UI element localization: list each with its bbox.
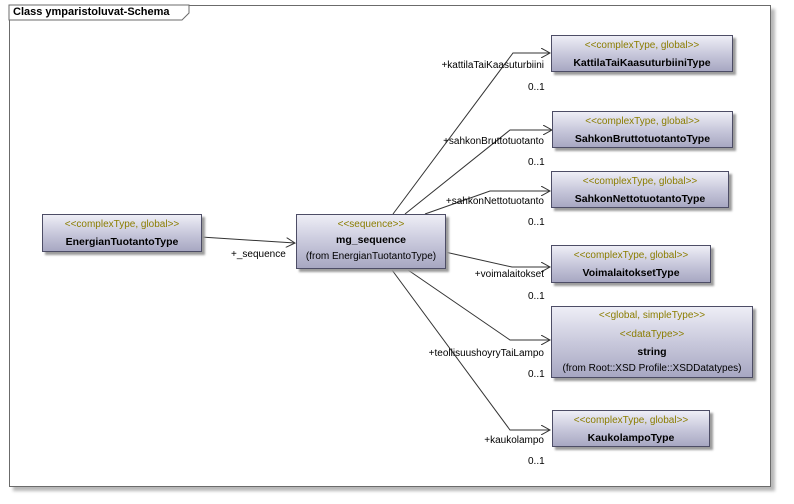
role-kaukolampo: +kaukolampo bbox=[484, 435, 544, 446]
stereotype-label: <<complexType, global>> bbox=[573, 415, 689, 426]
role-kattila: +kattilaTaiKaasuturbiini bbox=[441, 60, 544, 71]
class-name: KaukolampoType bbox=[587, 432, 675, 444]
edge-sequence bbox=[200, 236, 295, 243]
class-kaukolampo-type[interactable]: <<complexType, global>> KaukolampoType bbox=[552, 410, 710, 447]
class-sahkon-bruttotuotanto-type[interactable]: <<complexType, global>> SahkonBruttotuot… bbox=[552, 111, 733, 148]
stereotype-label: <<complexType, global>> bbox=[64, 219, 180, 230]
class-mg-sequence[interactable]: <<sequence>> mg_sequence (from EnergianT… bbox=[296, 214, 446, 269]
class-origin: (from EnergianTuotantoType) bbox=[305, 251, 437, 262]
class-kattila-tai-kaasuturbiini-type[interactable]: <<complexType, global>> KattilaTaiKaasut… bbox=[551, 35, 733, 72]
edge-voimalaitokset bbox=[444, 251, 550, 267]
multiplicity-sahkonnetto: 0..1 bbox=[528, 217, 545, 228]
stereotype-label: <<complexType, global>> bbox=[585, 116, 700, 127]
role-sahkonnetto: +sahkonNettotuotanto bbox=[445, 196, 544, 207]
class-string-datatype[interactable]: <<global, simpleType>> <<dataType>> stri… bbox=[551, 306, 753, 378]
edge-sahkonnetto bbox=[424, 191, 550, 215]
class-sahkon-nettotuotanto-type[interactable]: <<complexType, global>> SahkonNettotuota… bbox=[551, 171, 729, 208]
multiplicity-voimalaitokset: 0..1 bbox=[528, 291, 545, 302]
multiplicity-kaukolampo: 0..1 bbox=[528, 456, 545, 467]
multiplicity-teollisuus: 0..1 bbox=[528, 369, 545, 380]
multiplicity-sahkonbrutto: 0..1 bbox=[528, 157, 545, 168]
class-name: SahkonBruttotuotantoType bbox=[574, 133, 711, 145]
stereotype-label: <<complexType, global>> bbox=[582, 176, 698, 187]
class-name: KattilaTaiKaasuturbiiniType bbox=[573, 57, 711, 69]
class-name: string bbox=[637, 346, 667, 358]
frame-title: Class ymparistoluvat-Schema bbox=[13, 6, 170, 18]
class-name: VoimalaitoksetType bbox=[582, 267, 680, 279]
class-origin: (from Root::XSD Profile::XSDDatatypes) bbox=[562, 363, 742, 374]
role-teollisuus: +teollisuushoyryTaiLampo bbox=[428, 348, 544, 359]
class-name: SahkonNettotuotantoType bbox=[574, 193, 706, 205]
edge-sahkonbrutto bbox=[404, 130, 552, 215]
class-energian-tuotanto-type[interactable]: <<complexType, global>> EnergianTuotanto… bbox=[42, 214, 202, 252]
stereotype-label-datatype: <<dataType>> bbox=[619, 329, 685, 340]
edge-kaukolampo bbox=[391, 269, 550, 430]
class-voimalaitokset-type[interactable]: <<complexType, global>> VoimalaitoksetTy… bbox=[551, 245, 711, 283]
role-voimalaitokset: +voimalaitokset bbox=[474, 269, 544, 280]
stereotype-label: <<complexType, global>> bbox=[573, 250, 689, 261]
stereotype-label: <<complexType, global>> bbox=[584, 40, 700, 51]
class-name: mg_sequence bbox=[335, 234, 407, 246]
role-sequence: +_sequence bbox=[231, 249, 286, 260]
role-sahkonbrutto: +sahkonBruttotuotanto bbox=[443, 136, 544, 147]
edge-kattila bbox=[392, 53, 550, 215]
stereotype-label: <<sequence>> bbox=[337, 219, 405, 230]
multiplicity-kattila: 0..1 bbox=[528, 82, 545, 93]
edge-teollisuus bbox=[407, 269, 550, 340]
stereotype-label: <<global, simpleType>> bbox=[598, 310, 706, 321]
frame-tab bbox=[8, 4, 190, 21]
class-name: EnergianTuotantoType bbox=[65, 236, 179, 248]
